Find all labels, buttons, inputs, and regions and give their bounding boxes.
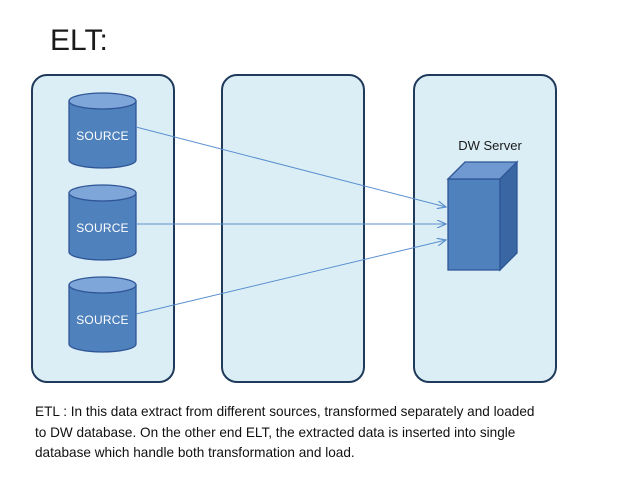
- page-title: ELT:: [50, 24, 108, 57]
- source-label: SOURCE: [76, 313, 129, 327]
- caption-line: ETL : In this data extract from differen…: [35, 404, 535, 419]
- dw-server-label: DW Server: [458, 138, 522, 153]
- source-label: SOURCE: [76, 129, 129, 143]
- caption-line: database which handle both transformatio…: [35, 445, 355, 460]
- staging-panel: [221, 74, 365, 383]
- source-label: SOURCE: [76, 221, 129, 235]
- caption-line: to DW database. On the other end ELT, th…: [35, 424, 516, 440]
- dw-server-cube: [446, 160, 519, 272]
- source-cylinder-1: [68, 92, 137, 169]
- arrow-source-1-to-dw: [135, 126, 446, 207]
- caption-text: ETL : In this data extract from differen…: [35, 402, 615, 464]
- source-cylinder-2: [68, 184, 137, 261]
- arrow-source-3-to-dw: [135, 240, 446, 315]
- source-cylinder-3: [68, 276, 137, 353]
